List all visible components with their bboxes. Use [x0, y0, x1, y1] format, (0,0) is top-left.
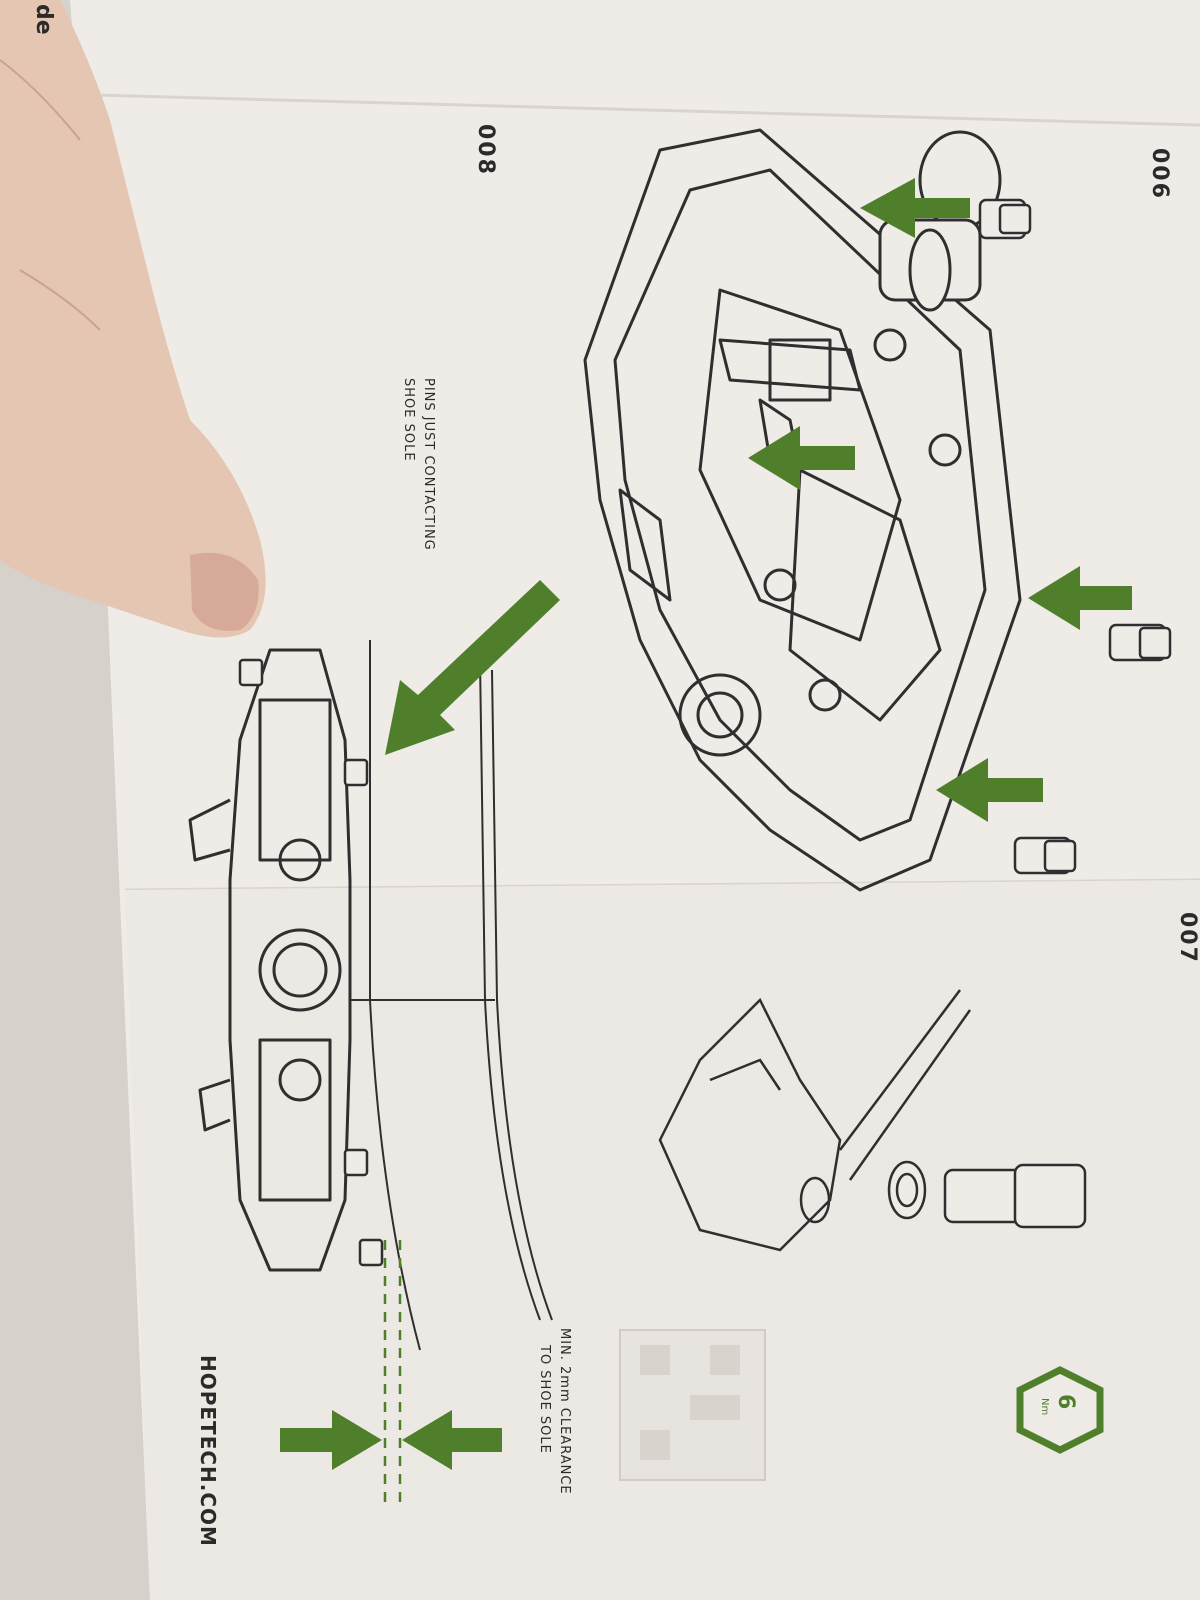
- step-number-006: 006: [1147, 148, 1172, 200]
- website-label: HOPETECH.COM: [196, 1355, 220, 1547]
- torque-value: 6: [1053, 1394, 1078, 1410]
- side-pins: [238, 658, 384, 1267]
- qr-code-icon: [619, 1329, 766, 1481]
- clearance-label-line2: TO SHOE SOLE: [537, 1345, 552, 1454]
- fold-line-top: [94, 93, 1200, 127]
- pins-contact-label-line2: SHOE SOLE: [401, 378, 416, 462]
- pin-and-washer-drawing: [887, 1160, 1087, 1229]
- pedal-side-view-drawing: [188, 648, 352, 1272]
- torque-unit: Nm: [1039, 1398, 1050, 1416]
- pedal-isometric-drawing: [583, 128, 1022, 892]
- hexagon-badge-icon: [1016, 1366, 1104, 1454]
- loose-pins: [978, 198, 1172, 875]
- frame-mount-drawing: [658, 989, 972, 1252]
- finger-photo: [0, 0, 266, 638]
- green-arrow-icon: [748, 178, 1132, 822]
- shoe-sole-lines: [350, 640, 553, 1351]
- edge-text-fragment: de: [31, 4, 56, 35]
- green-arrow-icon: [280, 580, 560, 1470]
- step-number-008: 008: [473, 124, 498, 176]
- step-number-007: 007: [1175, 912, 1200, 964]
- paper-lower-panel: [125, 880, 1200, 1600]
- pins-contact-label-line1: PINS JUST CONTACTING: [421, 378, 436, 551]
- clearance-label-line1: MIN. 2mm CLEARANCE: [557, 1328, 572, 1495]
- clearance-dashed-lines: [383, 1240, 402, 1510]
